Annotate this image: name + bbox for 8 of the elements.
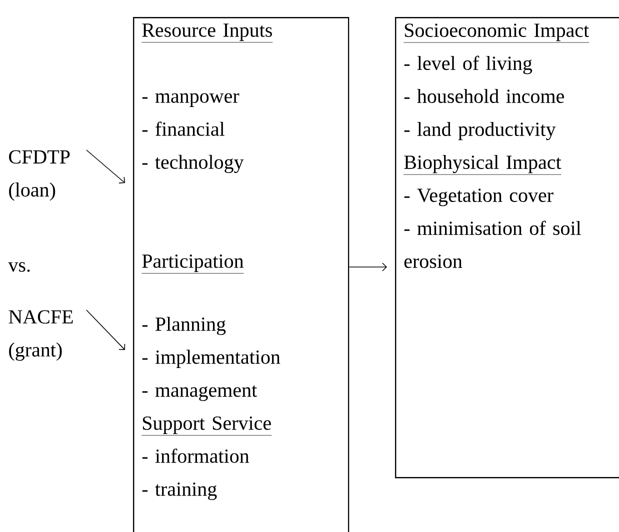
text-box: Resource Inputs - manpower - financial - technology Participation - Planning - implementation - management Support Service - information - training bbox=[133, 17, 350, 532]
source-label: NACFE (grant) bbox=[8, 310, 73, 361]
arrow bbox=[86, 150, 125, 184]
source-label: CFDTP (loan) bbox=[9, 150, 70, 201]
text-box: Socioeconomic Impact - level of living - household income - land productivity Biophysical Impact - Vegetation cover - minimisation of soil erosion bbox=[395, 17, 619, 478]
arrow bbox=[86, 310, 126, 350]
arrow bbox=[348, 262, 387, 272]
note-text: vs. bbox=[8, 262, 30, 272]
